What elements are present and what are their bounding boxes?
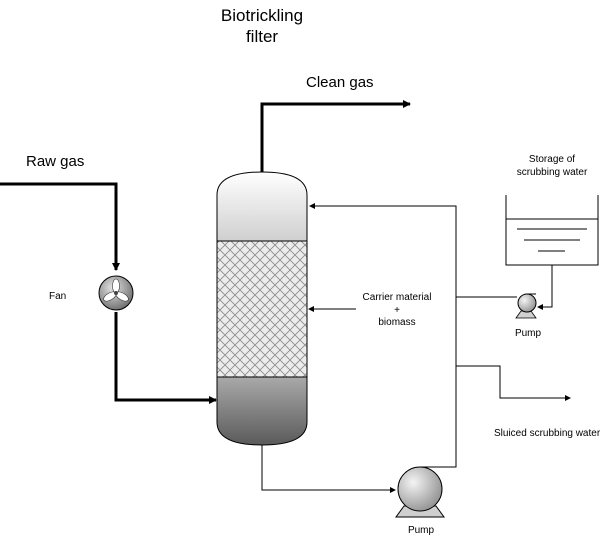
column-packing-section xyxy=(216,240,308,378)
pump-small xyxy=(515,293,537,319)
clean-gas-line xyxy=(260,100,411,172)
sump-outlet-line xyxy=(261,445,396,493)
fan xyxy=(98,275,134,311)
pump-icon xyxy=(397,466,443,512)
recirculation-riser-line xyxy=(309,203,457,468)
diagram-title-line2: filter xyxy=(246,27,278,46)
storage-tank xyxy=(505,195,599,266)
sluiced-water-line xyxy=(456,365,571,401)
column-bottom-section xyxy=(216,376,308,446)
pump-large xyxy=(395,466,445,518)
column-top-section xyxy=(216,171,308,242)
pump-top-label: Pump xyxy=(515,328,542,339)
storage-label-line1: Storage of xyxy=(529,154,575,165)
carrier-label-line3: biomass xyxy=(378,317,415,328)
diagram-title-line1: Biotrickling xyxy=(221,6,303,25)
sluiced-water-label: Sluiced scrubbing water xyxy=(494,428,601,439)
fan-label: Fan xyxy=(49,291,66,302)
tank-outlet-line xyxy=(537,265,553,310)
storage-label-line2: scrubbing water xyxy=(517,167,588,178)
raw-gas-label: Raw gas xyxy=(26,153,84,170)
clean-gas-label: Clean gas xyxy=(306,74,374,91)
carrier-label-line1: Carrier material xyxy=(363,292,432,303)
tank-icon xyxy=(505,195,599,266)
carrier-label-line2: + xyxy=(394,305,400,316)
biotrickling-column xyxy=(216,171,308,446)
pump-bottom-label: Pump xyxy=(408,525,435,536)
pump-icon xyxy=(517,293,537,313)
raw-gas-line-bottom xyxy=(114,312,217,404)
raw-gas-line-top xyxy=(0,182,120,271)
